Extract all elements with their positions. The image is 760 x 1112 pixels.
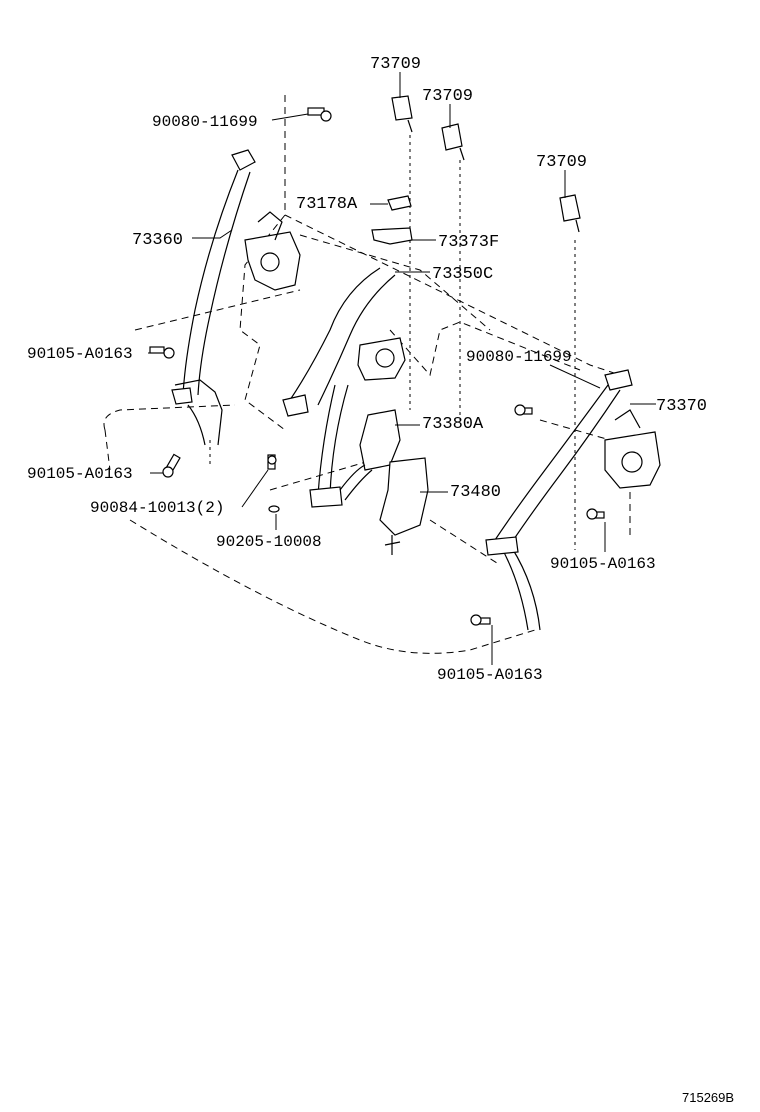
buckle-73480 (379, 457, 429, 555)
label-belt-right-outer: 73370 (656, 397, 707, 416)
center-belt-assembly (282, 195, 413, 508)
clip-73709-b (441, 123, 465, 161)
label-belt-center: 73350C (432, 265, 493, 284)
washer-icon-90205 (268, 505, 280, 513)
clip-73709-a (391, 95, 413, 133)
bolt-icon-right-low (586, 508, 605, 520)
label-clip-top-b: 73709 (422, 87, 473, 106)
label-bolt-top-left: 90080-11699 (152, 113, 258, 131)
label-buckle-73480: 73480 (450, 483, 501, 502)
seat-outline (103, 95, 631, 654)
bolt-icon-top-left (307, 107, 332, 122)
clip-73709-c (559, 194, 581, 233)
diagram-reference-number: 715269B (682, 1090, 734, 1105)
right-outer-belt-assembly (485, 369, 661, 631)
label-clip-top-a: 73709 (370, 55, 421, 74)
label-clip-right: 73709 (536, 153, 587, 172)
label-washer-90205: 90205-10008 (216, 533, 322, 551)
label-belt-left-outer: 73360 (132, 231, 183, 250)
label-buckle-73380a: 73380A (422, 415, 484, 434)
label-cover-73373f: 73373F (438, 233, 499, 252)
label-cover-73178a: 73178A (296, 195, 358, 214)
label-bolt-bottom: 90105-A0163 (437, 666, 543, 684)
label-bolt-90084: 90084-10013(2) (90, 499, 224, 517)
label-bolt-left-low: 90105-A0163 (27, 465, 133, 483)
left-outer-belt-assembly (171, 149, 301, 446)
bolt-icon-right-mid (514, 404, 533, 416)
leader-lines (148, 72, 656, 665)
label-bolt-right-mid: 90080-11699 (466, 348, 572, 366)
bolt-icon-90084 (267, 454, 277, 470)
label-bolt-right-low: 90105-A0163 (550, 555, 656, 573)
label-bolt-left-mid: 90105-A0163 (27, 345, 133, 363)
bolt-icon-bottom (470, 614, 491, 626)
bolt-icon-left-mid (149, 346, 175, 359)
bolt-icon-left-low (162, 453, 181, 478)
